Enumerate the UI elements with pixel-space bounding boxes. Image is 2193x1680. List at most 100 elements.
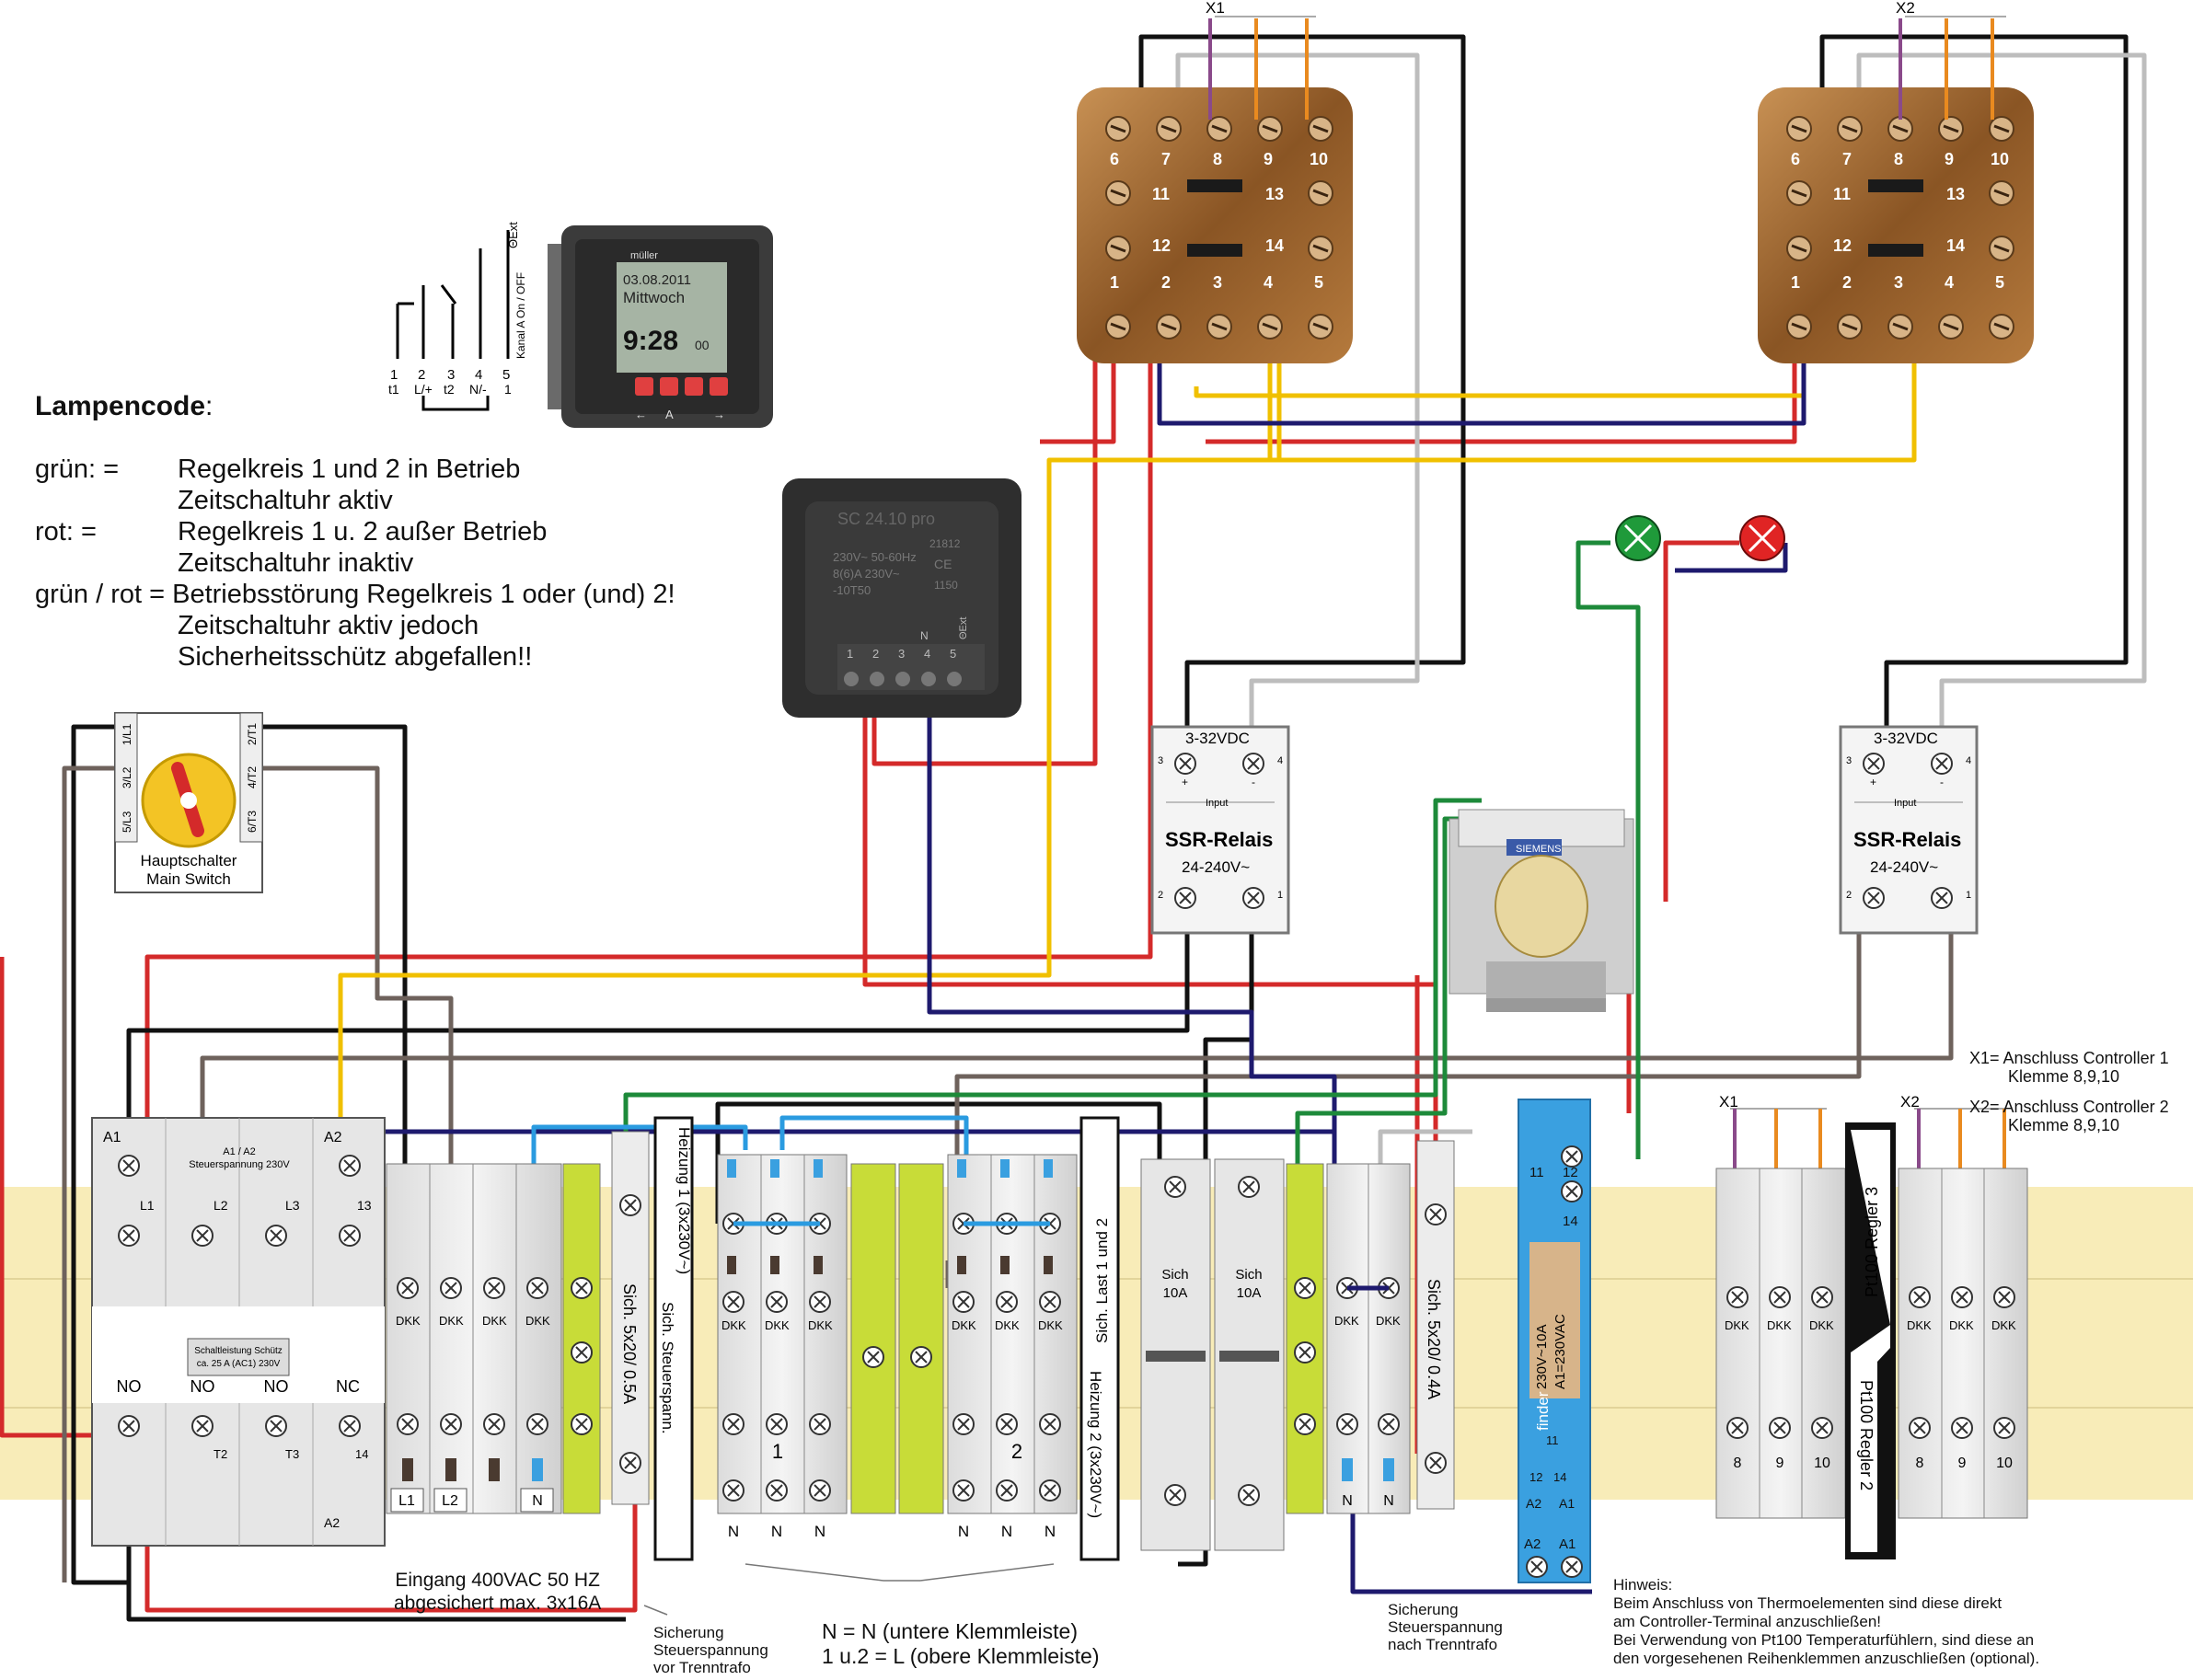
in-label-l1: L1 [398, 1493, 415, 1509]
pt2-dkk-1: DKK [1907, 1318, 1932, 1332]
timer-btn-label-right: → [713, 408, 725, 421]
g1-n3: N [814, 1523, 825, 1540]
timer-button-1[interactable] [635, 377, 653, 396]
relay-coil: A1=230VAC [1552, 1314, 1568, 1389]
hint-note: Hinweis: Beim Anschluss von Thermoelemen… [1613, 1576, 2039, 1668]
load-fuse-label: Sich. Last 1 und 2 [1093, 1218, 1111, 1343]
sc-ce: CE [934, 557, 952, 571]
ct-l1: L1 [140, 1198, 155, 1213]
relay-t12: 12 [1563, 1165, 1578, 1180]
ctl-dkk-2: DKK [1376, 1314, 1401, 1328]
c1-t3: 3 [1213, 273, 1222, 292]
controller-1-header: X1 [1206, 0, 1316, 120]
c1-t12: 12 [1152, 236, 1171, 255]
sc-term-5: 5 [950, 647, 956, 661]
ctl-n2: N [1383, 1493, 1394, 1509]
ssr2-minus: - [1940, 776, 1944, 788]
relay-a2-inner: A2 [1526, 1496, 1541, 1511]
c1-label-x1: X1 [1206, 0, 1225, 17]
legend-key-5: grün / rot = Betriebsstörung Regelkreis … [35, 580, 675, 609]
g1-dkk-3: DKK [808, 1318, 833, 1332]
ssr1-minus: - [1252, 776, 1255, 788]
ssr2-plus: + [1870, 776, 1876, 788]
ms-t2: 4/T2 [246, 766, 259, 788]
load-fuse-label-block: Sich. Last 1 und 2 Heizung 2 (3x230V~) [1079, 1116, 1120, 1561]
ct-header1: A1 / A2 [223, 1146, 255, 1157]
pt1-dkk-3: DKK [1809, 1318, 1834, 1332]
ssr2-t3: 3 [1846, 755, 1852, 766]
ssr2-t4: 4 [1966, 755, 1971, 766]
timer-button-2[interactable] [660, 377, 678, 396]
group-brackets [643, 1563, 1055, 1616]
timer-button-3[interactable] [685, 377, 703, 396]
legend-text-1: Regelkreis 1 und 2 in Betrieb [178, 455, 521, 484]
sched-term-4: 4 [475, 367, 482, 383]
ct-header2: Steuerspannung 230V [189, 1159, 290, 1170]
sched-term-2: 2 [418, 367, 425, 383]
c2-t4: 4 [1945, 273, 1954, 292]
sched-label-1: t1 [388, 382, 399, 397]
legend-title: Lampencode: [35, 391, 214, 421]
c1-t9: 9 [1264, 150, 1273, 168]
ct-rating1: Schaltleistung Schütz [194, 1346, 283, 1356]
ssr2-input-range: 3-32VDC [1874, 730, 1938, 747]
c2-t11: 11 [1833, 185, 1851, 203]
c2-t14: 14 [1946, 236, 1965, 255]
x1-note-line1: X1= Anschluss Controller 1 [1969, 1049, 2169, 1067]
finder-relay: 11 12 14 230V~10A A1=230VAC finder 11 12… [1518, 1099, 1591, 1583]
pt1-term-10: 10 [1814, 1456, 1830, 1471]
legend-key-3: rot: = [35, 517, 97, 547]
lamp-code-legend: Lampencode: grün: = Regelkreis 1 und 2 in… [35, 391, 734, 673]
pt2-term-9: 9 [1958, 1456, 1967, 1471]
relay-a1-inner: A1 [1559, 1496, 1575, 1511]
hint-line4: Bei Verwendung von Pt100 Temperaturfühle… [1613, 1631, 2035, 1649]
l-legend-line: 1 u.2 = L (obere Klemmleiste) [822, 1644, 1100, 1668]
sched-label-3: t2 [444, 382, 455, 397]
ssr1-t4: 4 [1277, 755, 1283, 766]
ssr1-t2: 2 [1158, 890, 1163, 901]
g2-n2: N [1001, 1523, 1012, 1540]
ms-t1: 2/T1 [246, 723, 259, 745]
x1-note: X1= Anschluss Controller 1 Klemme 8,9,10 [1969, 1049, 2169, 1086]
g2-dkk-1: DKK [952, 1318, 976, 1332]
controller-2-header: X2 [1896, 0, 2006, 120]
in-dkk-4: DKK [525, 1314, 550, 1328]
x1-note-line2: Klemme 8,9,10 [2008, 1067, 2120, 1086]
in-label-l2: L2 [442, 1493, 458, 1509]
ct-no3: NO [264, 1377, 289, 1396]
sich1-label: Sich [1161, 1267, 1188, 1283]
legend-text-4: Zeitschaltuhr inaktiv [178, 548, 414, 578]
input-note: Eingang 400VAC 50 HZ abgesichert max. 3x… [394, 1569, 601, 1615]
legend-key-1: grün: = [35, 455, 120, 484]
contactor: A1 A2 A1 / A2 Steuerspannung 230V L1 L2 … [91, 1117, 386, 1547]
c2-t1: 1 [1791, 273, 1800, 292]
timer-seconds: 00 [695, 338, 710, 352]
g1-number: 1 [772, 1440, 783, 1463]
controller-2: 6 7 8 9 10 11 13 12 14 1 2 3 4 5 [1758, 87, 2034, 363]
hint-line3: am Controller-Terminal anzuschließen! [1613, 1613, 1882, 1630]
c1-t11: 11 [1152, 185, 1170, 203]
legend-text-7: Sicherheitsschütz abgefallen!! [178, 642, 533, 672]
ssr1-output-range: 24-240V~ [1182, 858, 1250, 876]
sc-n-label: N [920, 629, 929, 642]
c2-t5: 5 [1995, 273, 2004, 292]
ct-a2-bottom: A2 [324, 1515, 340, 1530]
c2-t8: 8 [1894, 150, 1903, 168]
timer-button-4[interactable] [710, 377, 728, 396]
main-switch: 1/L1 3/L2 5/L3 2/T1 4/T2 6/T3 Hauptschal… [114, 712, 263, 893]
pt-x2: X2 [1900, 1093, 1920, 1110]
g1-n2: N [771, 1523, 782, 1540]
ct-a1: A1 [103, 1130, 121, 1145]
c1-t13: 13 [1265, 185, 1284, 203]
pt1-term-9: 9 [1776, 1456, 1784, 1471]
ms-l1: 1/L1 [121, 723, 133, 745]
fuse-before-line2: Steuerspannung [653, 1641, 768, 1659]
ssr-relay-2: 3-32VDC 3 4 + - Input SSR-Relais 24-240V… [1839, 725, 1979, 935]
ssr2-t1: 1 [1966, 890, 1971, 901]
g2-number: 2 [1011, 1440, 1022, 1463]
fuse-after-line3: nach Trenntrafo [1388, 1636, 1498, 1653]
fuse1-side-label: Sich. Steuerspann. [659, 1302, 676, 1434]
controller-1: 6 7 8 9 10 11 13 12 14 1 2 3 4 5 [1077, 87, 1353, 363]
sched-vertical-label: Kanal A On / OFF [514, 272, 527, 359]
